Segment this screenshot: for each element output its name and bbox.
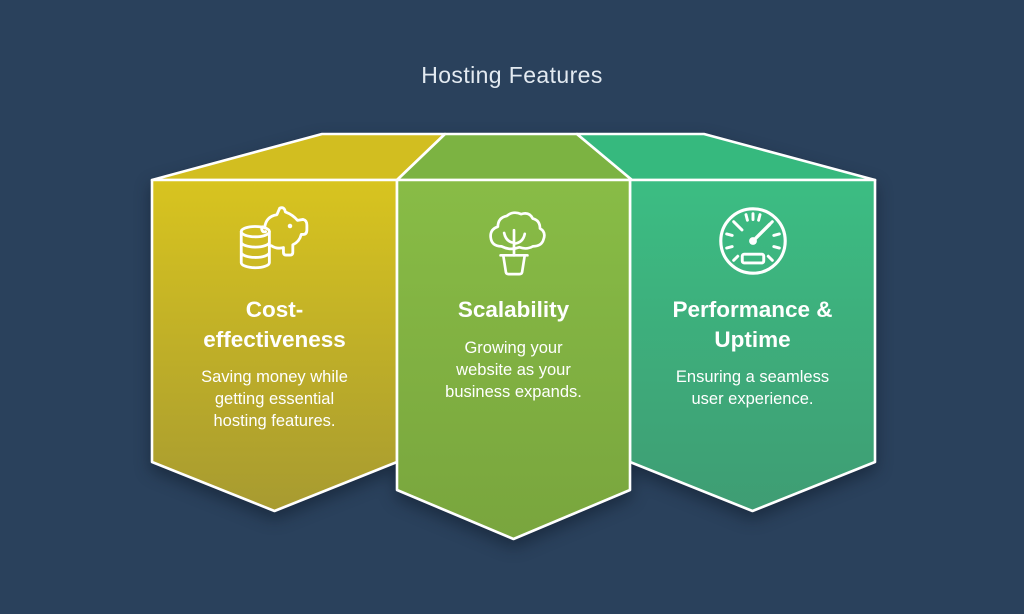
card-title: Scalability	[457, 297, 570, 322]
banner-left-flap	[150, 132, 447, 182]
speedometer-icon	[630, 198, 875, 284]
banner-middle-body	[395, 178, 632, 541]
card-description: Growing your website as your business ex…	[445, 338, 582, 401]
card-description: Saving money while getting essential hos…	[201, 368, 348, 431]
card-title: Performance & Uptime	[672, 297, 833, 352]
feature-card-scalability: Scalability Growing your website as your…	[397, 198, 630, 404]
feature-card-performance-uptime: Performance & Uptime Ensuring a seamless…	[630, 198, 875, 411]
card-description: Ensuring a seamless user experience.	[675, 368, 830, 409]
card-title: Cost- effectiveness	[203, 297, 346, 352]
page-title: Hosting Features	[421, 62, 603, 88]
banner-left-body	[150, 178, 399, 513]
piggy-bank-coins-icon	[152, 198, 397, 284]
potted-tree-icon	[397, 198, 630, 284]
feature-card-cost-effectiveness: Cost- effectiveness Saving money while g…	[152, 198, 397, 433]
